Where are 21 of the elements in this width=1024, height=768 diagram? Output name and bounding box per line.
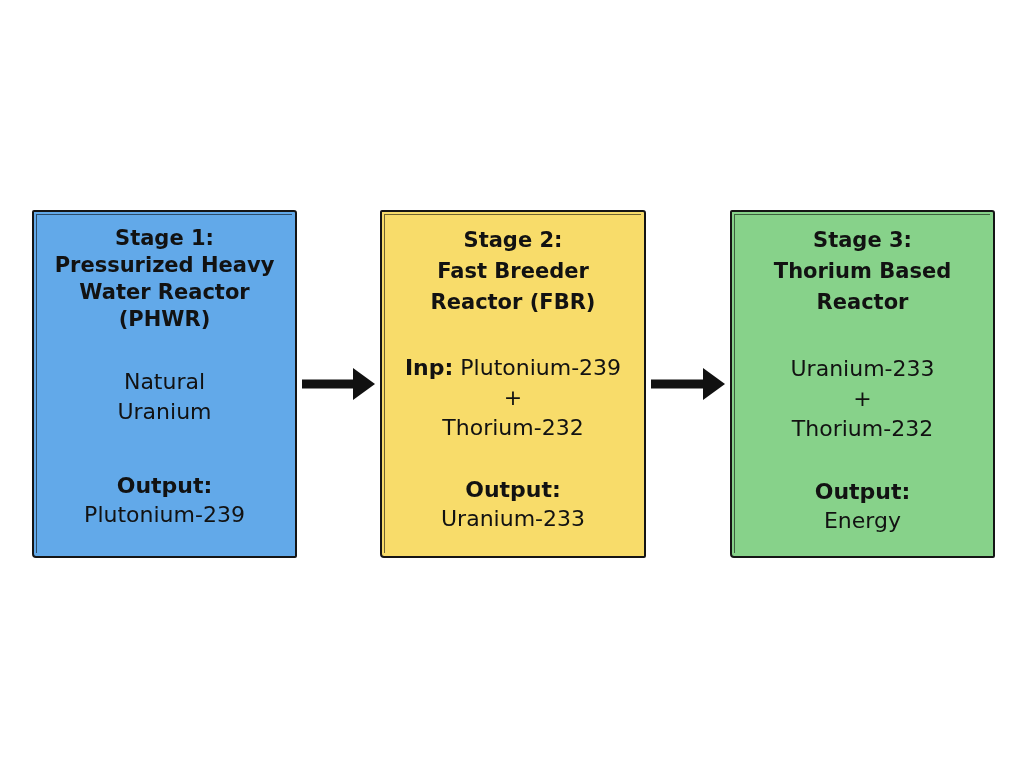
- arrow: [651, 368, 725, 400]
- stage-box: [380, 210, 646, 558]
- output-text: Output: Energy: [814, 478, 911, 535]
- stage-label: Stage 2:: [463, 227, 563, 254]
- input-text: Inp: Plutonium-239: [404, 354, 622, 382]
- input-text: Uranium-233: [790, 355, 935, 383]
- output-text: Output: Uranium-233: [441, 476, 585, 533]
- arrow: [302, 368, 375, 400]
- input-text: +: [853, 385, 872, 413]
- reactor-name: Fast Breeder Reactor (FBR): [429, 258, 597, 316]
- stage-label: Stage 3:: [813, 227, 912, 254]
- input-text: Thorium-232: [442, 414, 584, 442]
- input-text: +: [503, 384, 523, 412]
- stage-box: [32, 210, 297, 558]
- output-text: Output: Plutonium-239: [84, 472, 245, 529]
- stage-label: Stage 1:: [115, 225, 214, 252]
- input-text: Natural Uranium: [116, 368, 213, 426]
- reactor-name: Pressurized Heavy Water Reactor (PHWR): [53, 252, 276, 333]
- stage-box: [730, 210, 995, 558]
- input-text: Thorium-232: [791, 415, 934, 443]
- reactor-name: Thorium Based Reactor: [772, 258, 953, 316]
